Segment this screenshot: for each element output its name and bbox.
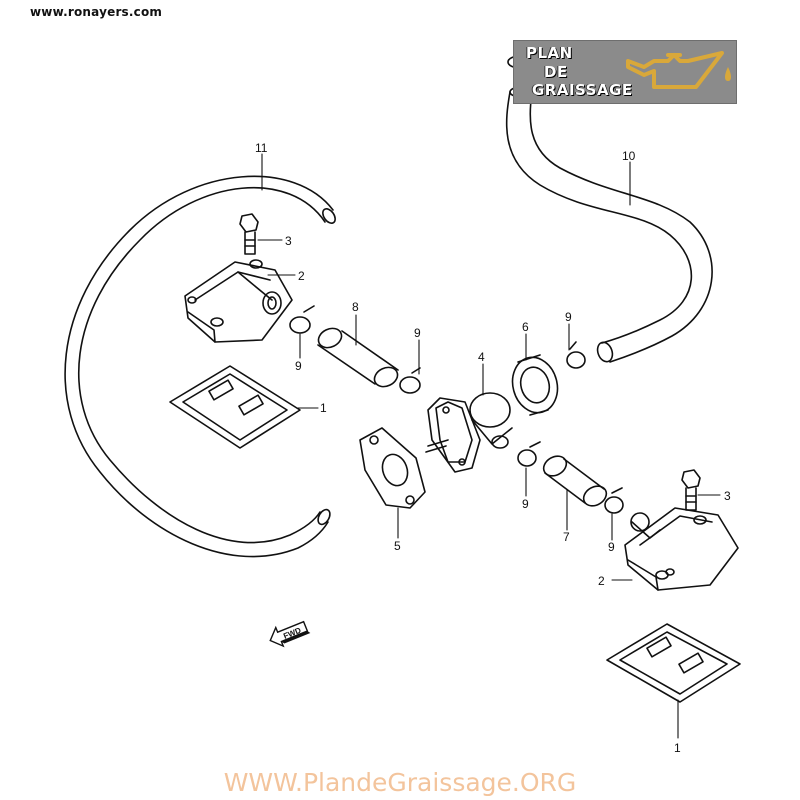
part-labels: 11 10 9 3 2 8 9 9 1 4 6 9 9 7 9 5 3 2 1 xyxy=(255,46,731,755)
bolt-3-right xyxy=(681,469,701,511)
cover-2-left xyxy=(184,259,293,343)
cover-2-right xyxy=(624,507,739,591)
seal-6 xyxy=(511,354,559,416)
label-7: 7 xyxy=(563,530,570,544)
clip-9-b xyxy=(399,367,421,394)
label-10: 10 xyxy=(622,149,636,163)
plan-de-graissage-logo: PLAN DE GRAISSAGE xyxy=(513,40,737,104)
gasket-1-left xyxy=(169,365,301,449)
logo-line2: DE xyxy=(544,63,568,81)
label-3-right: 3 xyxy=(724,489,731,503)
logo-line3: GRAISSAGE xyxy=(532,81,633,99)
bolt-3-left xyxy=(239,213,259,255)
site-url[interactable]: www.ronayers.com xyxy=(30,5,163,19)
logo-line1: PLAN xyxy=(526,44,573,62)
gasket-1-right xyxy=(606,623,741,703)
pump-4 xyxy=(425,392,513,473)
clip-9-d xyxy=(517,441,541,467)
hose-10 xyxy=(505,86,713,363)
label-9-b: 9 xyxy=(414,326,421,340)
label-8: 8 xyxy=(352,300,359,314)
label-9-d: 9 xyxy=(522,497,529,511)
label-2-left: 2 xyxy=(298,269,305,283)
clip-9-e xyxy=(604,487,624,514)
label-6: 6 xyxy=(522,320,529,334)
label-11: 11 xyxy=(255,141,268,155)
leader-lines xyxy=(257,51,721,739)
oil-can-icon xyxy=(626,51,731,89)
clip-9-c xyxy=(566,341,586,369)
label-1-left: 1 xyxy=(320,401,327,415)
label-9-c: 9 xyxy=(565,310,572,324)
label-2-right: 2 xyxy=(598,574,605,588)
fwd-arrow-icon: FWD xyxy=(269,620,311,648)
flange-5 xyxy=(359,427,426,509)
label-5: 5 xyxy=(394,539,401,553)
footer-watermark[interactable]: WWW.PlandeGraissage.ORG xyxy=(223,768,577,797)
label-9-a: 9 xyxy=(295,359,302,373)
pipe-8 xyxy=(317,327,399,388)
label-3-left: 3 xyxy=(285,234,292,248)
pipe-7 xyxy=(542,455,608,507)
hose-11 xyxy=(64,175,336,558)
label-1-right: 1 xyxy=(674,741,681,755)
label-4: 4 xyxy=(478,350,485,364)
clip-9-a xyxy=(289,305,315,334)
label-9-e: 9 xyxy=(608,540,615,554)
